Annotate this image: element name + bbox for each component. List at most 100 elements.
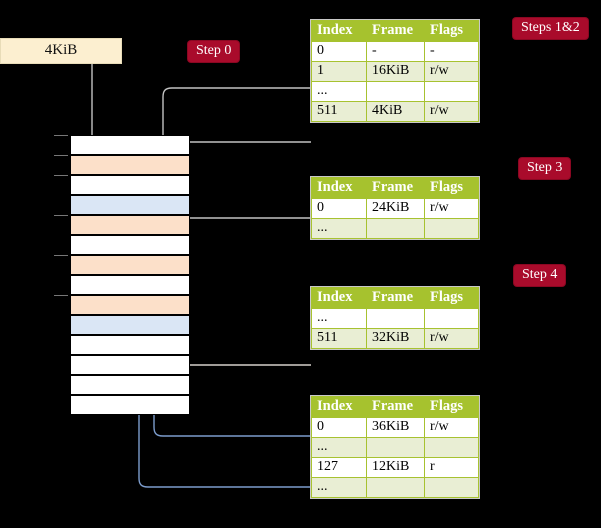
badge-steps-1-2: Steps 1&2 [513,18,588,39]
badge-step-4: Step 4 [514,265,566,286]
table-cell-index: 1 [311,61,367,82]
table-row: ... [311,218,479,239]
table-cell-index: ... [311,308,367,329]
badge-step-0-label: Step 0 [196,43,232,58]
memory-frame-row [70,175,190,195]
table-cell-index: ... [311,218,367,239]
memory-frame-row [70,135,190,155]
table-cell-frame [366,81,425,102]
wire-l4-16kib-to-memory [162,87,311,232]
memory-tick-mark [54,135,68,136]
table-cell-index: ... [311,477,367,498]
memory-frame-row [70,195,190,215]
table-cell-frame: 12KiB [366,457,425,478]
table-cell-index: 0 [311,417,367,438]
request-box: 4KiB [0,38,122,64]
badge-step-3-label: Step 3 [527,160,563,175]
memory-frame-row [70,155,190,175]
table-row: ... [311,81,479,102]
badge-step-4-label: Step 4 [522,267,558,282]
table-cell-index: 511 [311,101,367,122]
table-cell-index: ... [311,81,367,102]
memory-tick-mark [54,175,68,176]
table-row: 0-- [311,41,479,62]
table-cell-index: 511 [311,328,367,349]
table-header-index: Index [311,287,367,309]
memory-tick-mark [54,255,68,256]
table-cell-flags [424,437,479,458]
badge-steps-1-2-label: Steps 1&2 [521,20,580,35]
wire-l3-24kib-to-memory [175,217,311,272]
table-header-flags: Flags [424,287,479,309]
table-header-flags: Flags [424,396,479,418]
table-cell-flags: r/w [424,101,479,122]
table-cell-frame [366,308,425,329]
table-cell-flags [424,308,479,329]
table-cell-index: 0 [311,198,367,219]
memory-frame-row [70,335,190,355]
table-cell-frame: 24KiB [366,198,425,219]
table-header-index: Index [311,20,367,42]
memory-tick-mark [54,215,68,216]
memory-frame-row [70,295,190,315]
memory-tick-mark [54,295,68,296]
table-cell-index: ... [311,437,367,458]
memory-frame-row [70,255,190,275]
table-cell-flags: r/w [424,61,479,82]
memory-frame-row [70,375,190,395]
memory-frame-row [70,275,190,295]
table-cell-frame [366,218,425,239]
table-cell-flags: r/w [424,328,479,349]
memory-frame-row [70,215,190,235]
memory-tick-mark [54,155,68,156]
badge-step-3: Step 3 [519,158,571,179]
table-cell-frame: 4KiB [366,101,425,122]
table-cell-flags: r/w [424,198,479,219]
table-header-flags: Flags [424,177,479,199]
table-cell-index: 0 [311,41,367,62]
wire-l1-36kib-to-memory [147,326,311,437]
table-header-frame: Frame [366,177,425,199]
table-row: ... [311,308,479,329]
table-cell-frame: - [366,41,425,62]
table-header-frame: Frame [366,20,425,42]
table-header-index: Index [311,396,367,418]
table-cell-frame: 32KiB [366,328,425,349]
physical-memory-column [54,135,190,415]
memory-frame-row [70,395,190,415]
table-header-index: Index [311,177,367,199]
memory-frame-row [70,315,190,335]
table-header-frame: Frame [366,396,425,418]
table-cell-flags [424,81,479,102]
table-header-frame: Frame [366,287,425,309]
table-cell-frame [366,437,425,458]
table-cell-frame: 16KiB [366,61,425,82]
request-box-label: 4KiB [44,42,78,58]
wire-l2-32kib-to-memory [170,305,311,366]
table-cell-frame: 36KiB [366,417,425,438]
table-cell-flags [424,218,479,239]
table-header-flags: Flags [424,20,479,42]
table-cell-flags: - [424,41,479,62]
table-cell-frame [366,477,425,498]
table-row: ... [311,477,479,498]
table-row: ... [311,437,479,458]
badge-step-0: Step 0 [188,41,240,62]
wire-l1-12kib-to-memory [132,208,311,488]
memory-frame-row [70,355,190,375]
table-cell-flags: r/w [424,417,479,438]
table-cell-flags: r [424,457,479,478]
memory-frame-row [70,235,190,255]
table-cell-flags [424,477,479,498]
